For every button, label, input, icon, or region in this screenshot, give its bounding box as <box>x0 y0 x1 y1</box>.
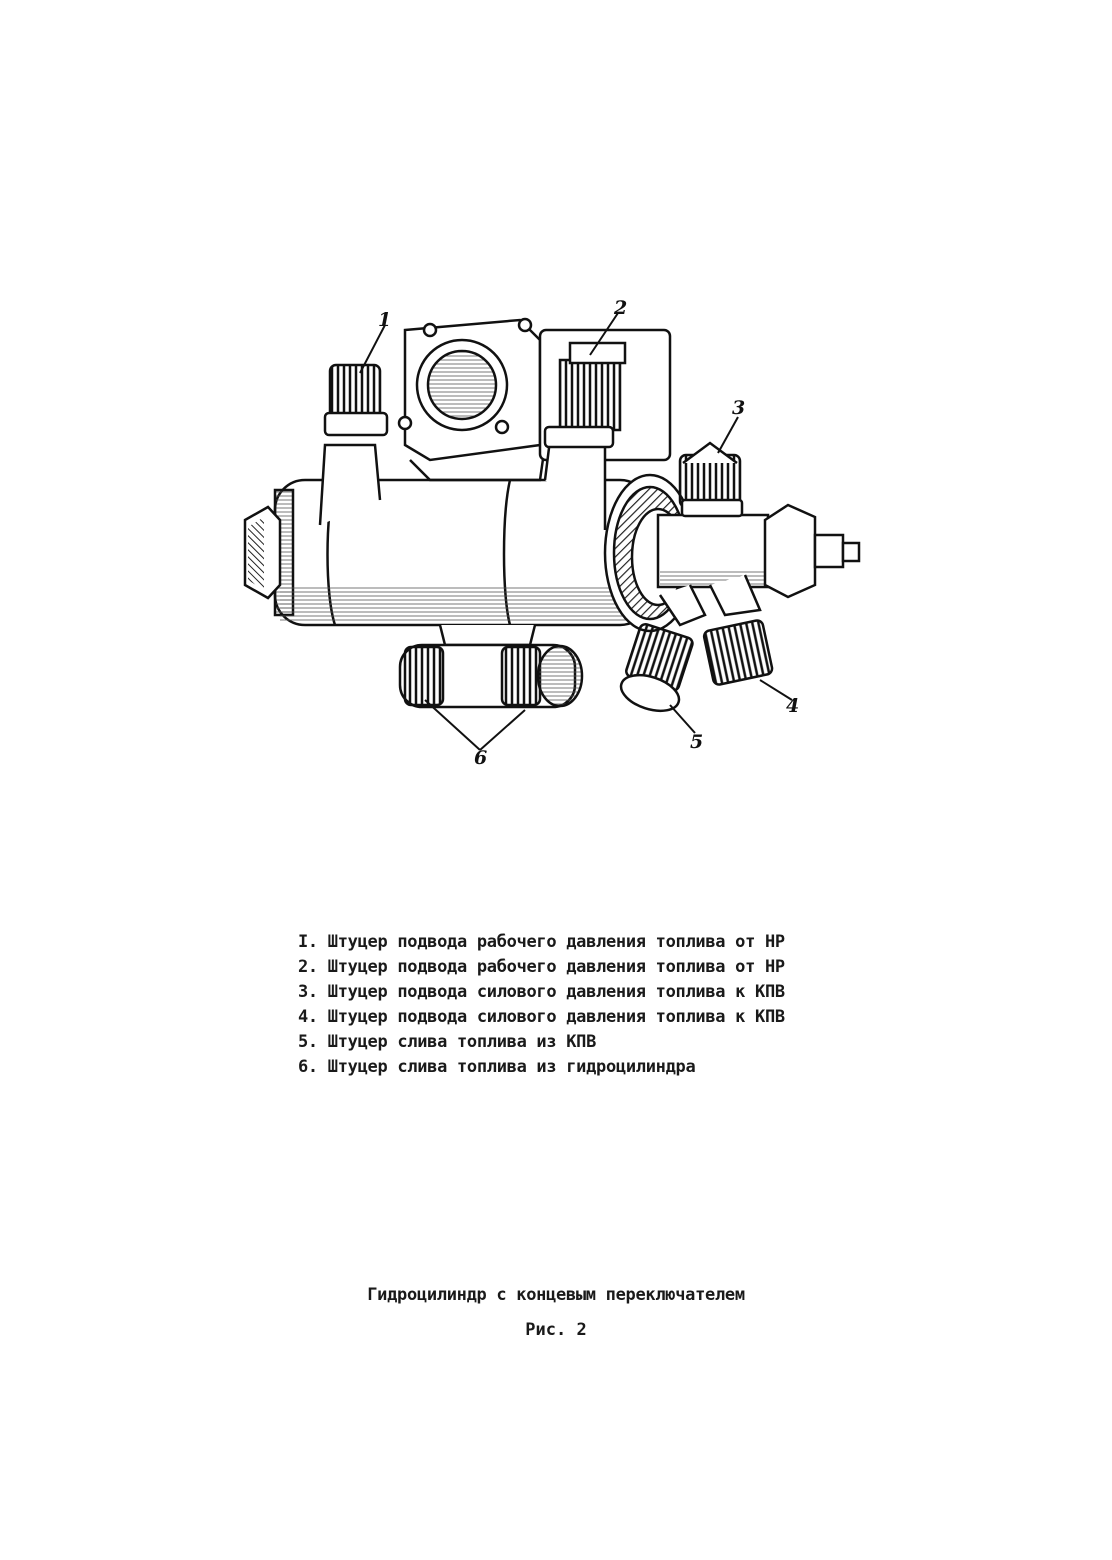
callout-4: 4 <box>786 695 800 717</box>
cylinder-body <box>243 478 652 627</box>
fitting-4 <box>702 574 774 686</box>
legend-item-5: 5. Штуцер слива топлива из КПВ <box>298 1032 597 1052</box>
hydraulic-cylinder-illustration: 1 2 3 4 5 6 <box>240 295 880 785</box>
callout-2: 2 <box>614 297 628 319</box>
legend-item-4: 4. Штуцер подвода силового давления топл… <box>298 1007 785 1027</box>
fitting-1 <box>318 363 389 526</box>
parts-legend: I. Штуцер подвода рабочего давления топл… <box>298 930 858 1080</box>
fitting-2-base <box>543 425 615 530</box>
legend-item-2: 2. Штуцер подвода рабочего давления топл… <box>298 957 785 977</box>
callout-3: 3 <box>732 397 746 419</box>
legend-item-6: 6. Штуцер слива топлива из гидроцилиндра <box>298 1057 696 1077</box>
fitting-3 <box>678 441 744 518</box>
legend-item-1: I. Штуцер подвода рабочего давления топл… <box>298 932 785 952</box>
legend-item-3: 3. Штуцер подвода силового давления топл… <box>298 982 785 1002</box>
fitting-5 <box>619 584 707 713</box>
figure-number: Рис. 2 <box>525 1320 587 1340</box>
callout-6: 6 <box>474 747 488 769</box>
valve-housing <box>397 317 672 482</box>
callout-1: 1 <box>378 309 392 331</box>
leader-lines <box>359 312 793 751</box>
fitting-6 <box>398 624 584 709</box>
callout-5: 5 <box>690 731 704 753</box>
end-flange <box>603 473 861 633</box>
figure-caption: Гидроцилиндр с концевым переключателем <box>367 1285 745 1305</box>
